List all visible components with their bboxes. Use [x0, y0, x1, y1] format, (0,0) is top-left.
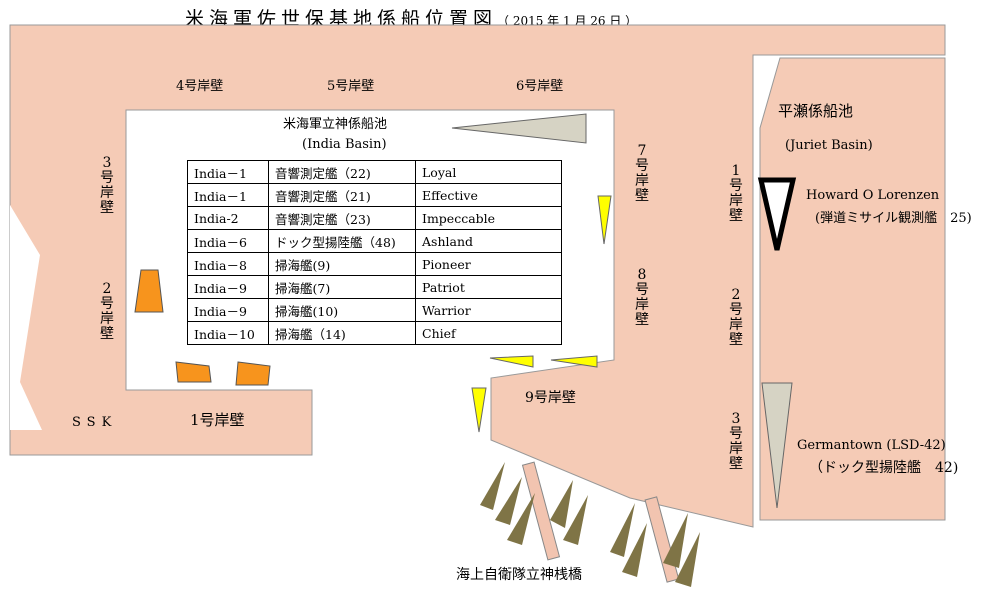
shore-notch — [10, 205, 42, 430]
quay-8-label: 8号岸壁 — [635, 267, 649, 328]
juriet-quay-1-label: 1号岸壁 — [729, 163, 743, 224]
basin-name-en: (India Basin) — [302, 137, 387, 152]
ship-name: Patriot — [415, 275, 562, 299]
ship-location: India－10 — [187, 321, 269, 345]
lorenzen-ship — [757, 177, 797, 251]
ssk-label: SSK — [72, 415, 118, 430]
orange-ship-bottom-1 — [175, 361, 212, 383]
orange-ship-bottom-2 — [235, 361, 271, 386]
germantown-type: （ドック型揚陸艦 42) — [809, 460, 959, 476]
juriet-basin-name-en: (Juriet Basin) — [785, 138, 873, 153]
quay-5-label: 5号岸壁 — [327, 79, 375, 94]
basin-name: 米海軍立神係船池 — [283, 117, 388, 132]
yellow-ship-3 — [550, 355, 598, 368]
ship-type: 音響測定艦（23) — [268, 206, 416, 230]
land-india-basin — [9, 24, 946, 528]
juriet-quay-2-label: 2号岸壁 — [729, 287, 743, 348]
juriet-quay-3-label: 3号岸壁 — [729, 411, 743, 472]
jmsdf-ships-2 — [610, 503, 700, 587]
ship-type: 掃海艦（14) — [268, 321, 416, 345]
ship-name: Pioneer — [415, 252, 562, 276]
ship-name: Warrior — [415, 298, 562, 322]
jmsdf-ships-1 — [480, 462, 588, 545]
ship-location: India－9 — [187, 298, 269, 322]
lorenzen-type: (弾道ミサイル観測艦 25) — [815, 211, 972, 226]
germantown-name: Germantown (LSD-42) — [797, 438, 946, 453]
ship-location: India－1 — [187, 160, 269, 184]
ship-location: India‐2 — [187, 206, 269, 230]
ship-location: India－8 — [187, 252, 269, 276]
ship-name: Effective — [415, 183, 562, 207]
ship-name: Loyal — [415, 160, 562, 184]
orange-ship-left — [134, 269, 164, 313]
quay-3-label: 3号岸壁 — [100, 155, 114, 216]
gray-ship-basin — [451, 113, 587, 144]
land-juriet-basin — [759, 57, 946, 521]
germantown-ship — [761, 382, 793, 509]
ship-name: Ashland — [415, 229, 562, 253]
ship-location: India－1 — [187, 183, 269, 207]
quay-2-label: 2号岸壁 — [100, 281, 114, 342]
ship-type: 音響測定艦（21) — [268, 183, 416, 207]
yellow-ship-4 — [471, 387, 487, 433]
yellow-ship-1 — [597, 195, 612, 245]
yellow-ship-2 — [489, 355, 534, 368]
quay-6-label: 6号岸壁 — [516, 79, 564, 94]
jmsdf-pier-label: 海上自衛隊立神桟橋 — [456, 567, 582, 583]
jmsdf-pier-2 — [644, 496, 680, 583]
jmsdf-pier-1 — [521, 461, 561, 561]
ship-type: 掃海艦(7) — [268, 275, 416, 299]
ship-name: Impeccable — [415, 206, 562, 230]
quay-7-label: 7号岸壁 — [635, 143, 649, 204]
quay-9-label: 9号岸壁 — [525, 390, 576, 406]
lorenzen-name: Howard O Lorenzen — [806, 188, 940, 203]
ship-location: India－6 — [187, 229, 269, 253]
ship-type: 掃海艦(10) — [268, 298, 416, 322]
juriet-basin-name: 平瀬係船池 — [778, 102, 854, 120]
ship-type: ドック型揚陸艦（48) — [268, 229, 416, 253]
ship-type: 音響測定艦（22) — [268, 160, 416, 184]
ship-type: 掃海艦(9) — [268, 252, 416, 276]
ship-name: Chief — [415, 321, 562, 345]
quay-1-label: 1号岸壁 — [190, 411, 245, 429]
quay-4-label: 4号岸壁 — [176, 79, 224, 94]
ship-location: India－9 — [187, 275, 269, 299]
